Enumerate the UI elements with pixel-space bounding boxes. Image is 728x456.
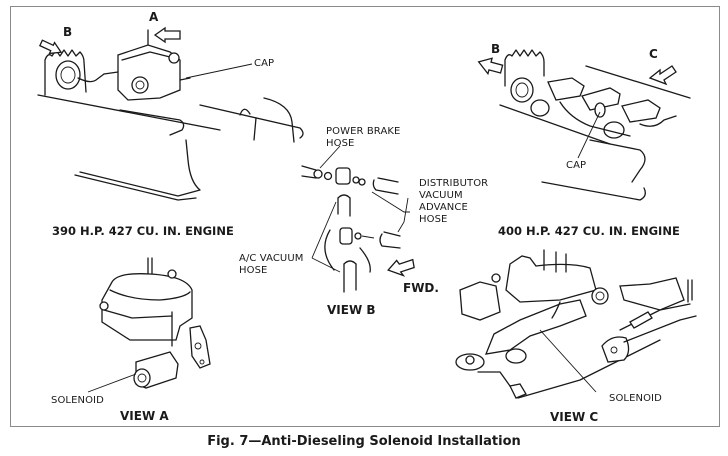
- cap-label-390: CAP: [254, 58, 275, 69]
- air-horn-c: [459, 281, 501, 321]
- cap-leader-390: [185, 63, 253, 79]
- dist-vac-label-4: HOSE: [419, 214, 448, 225]
- engine-400-drawing: [477, 49, 691, 201]
- solenoid-label-c: SOLENOID: [609, 393, 662, 404]
- cap-leader-400: [577, 111, 601, 159]
- view-c-drawing: [455, 249, 697, 399]
- view-a-title: VIEW A: [120, 409, 169, 423]
- view-arrow-b: [38, 39, 63, 55]
- spring-c: [629, 311, 653, 329]
- dist-vac-label-3: ADVANCE: [419, 202, 468, 213]
- view-arrow-a-label: A: [149, 10, 159, 24]
- view-c-title: VIEW C: [550, 410, 599, 424]
- engine-390-drawing: [37, 26, 304, 201]
- bracket-a: [189, 325, 211, 369]
- distributor-400: [504, 49, 545, 87]
- throttle-shaft: [147, 257, 153, 277]
- linkage-arm-c: [484, 299, 587, 355]
- throttle-lever-c: [601, 336, 630, 363]
- view-a-drawing: [87, 257, 211, 393]
- fwd-label: FWD.: [403, 281, 439, 295]
- solenoid-label-a: SOLENOID: [51, 395, 104, 406]
- view-arrow-c-label: C: [649, 47, 658, 61]
- power-brake-hose-label-2: HOSE: [326, 138, 355, 149]
- view-arrow-b-400-label: B: [491, 42, 501, 56]
- power-brake-hose-label-1: POWER BRAKE: [326, 126, 401, 137]
- solenoid-leader-c: [539, 329, 597, 393]
- figure-frame: [10, 6, 720, 427]
- view-b-drawing: [301, 145, 415, 293]
- dist-vac-label-1: DISTRIBUTOR: [419, 178, 489, 189]
- view-arrow-b-400: [477, 57, 504, 76]
- fwd-arrow: [387, 258, 415, 277]
- dist-vac-leader: [397, 197, 409, 233]
- carburetor-front: [547, 77, 585, 101]
- tee-fitting: [335, 167, 351, 185]
- ac-vac-label-2: HOSE: [239, 265, 268, 276]
- view-arrow-c: [648, 65, 677, 86]
- distributor: [44, 49, 87, 96]
- view-arrow-b-label: B: [63, 25, 73, 39]
- figure-caption: Fig. 7—Anti-Dieseling Solenoid Installat…: [207, 434, 521, 449]
- view-b-title: VIEW B: [327, 303, 376, 317]
- engine-390-title: 390 H.P. 427 CU. IN. ENGINE: [52, 224, 234, 238]
- view-arrow-a: [153, 26, 181, 44]
- vacuum-advance: [55, 60, 81, 90]
- carburetor-c: [505, 255, 597, 303]
- carburetor-rear: [621, 99, 661, 123]
- carburetor-body-a: [101, 273, 193, 341]
- carburetor-390: [117, 44, 181, 101]
- solenoid-leader-a: [87, 373, 137, 393]
- power-brake-leader: [319, 145, 341, 169]
- ac-vac-label-1: A/C VACUUM: [239, 253, 304, 264]
- cap-label-400: CAP: [566, 160, 587, 171]
- engine-400-title: 400 H.P. 427 CU. IN. ENGINE: [498, 224, 680, 238]
- carburetor-center: [581, 87, 621, 111]
- ac-vac-leader: [311, 201, 337, 259]
- dist-vac-label-2: VACUUM: [419, 190, 463, 201]
